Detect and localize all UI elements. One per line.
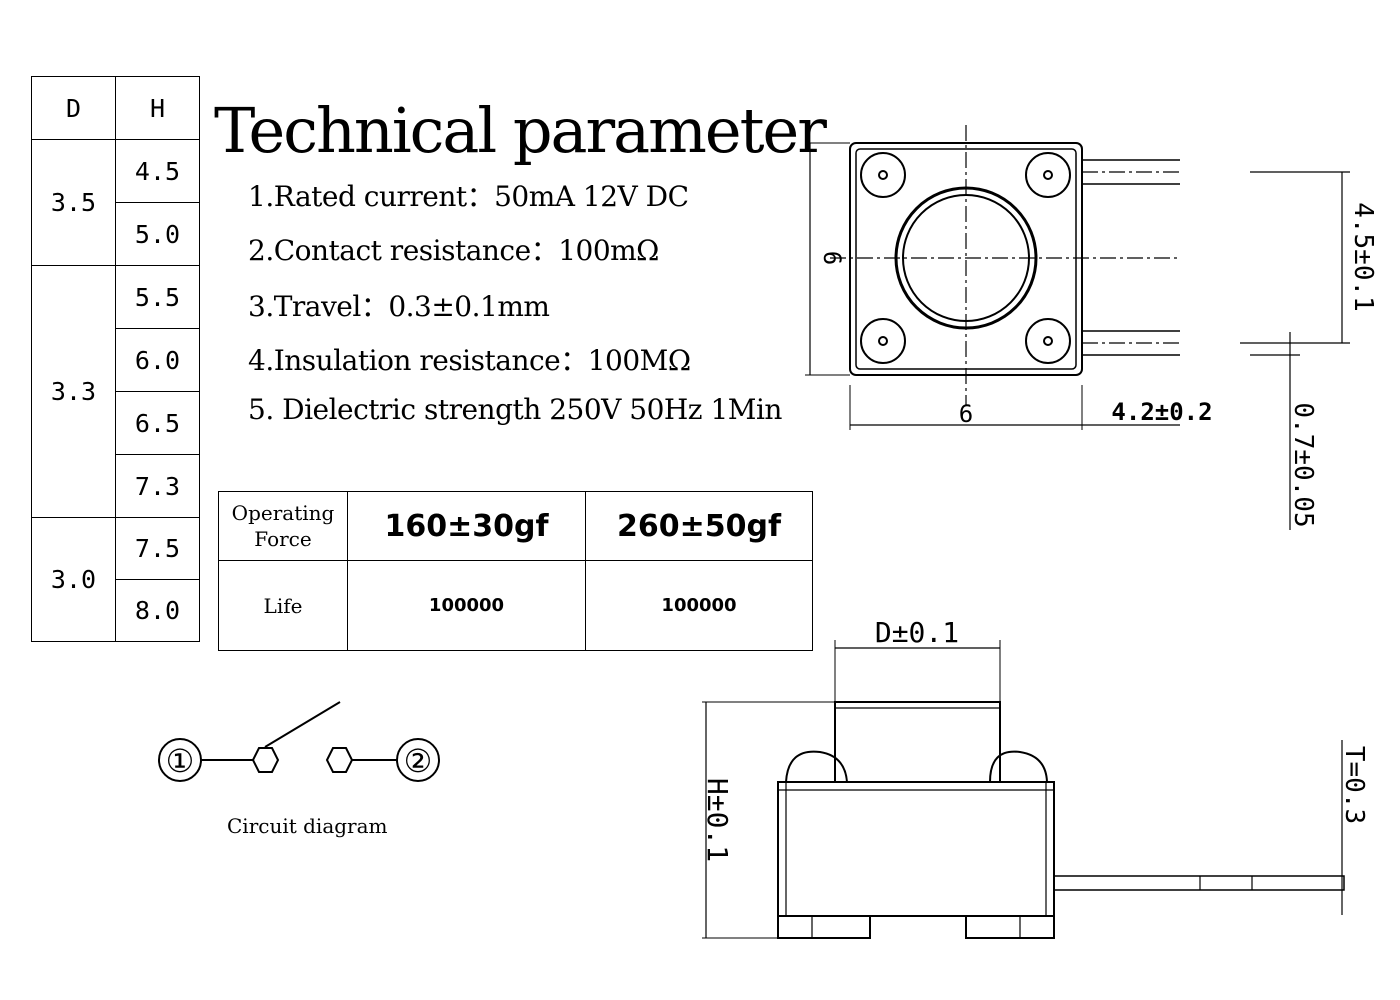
dim-h-label: H±0.1 [701, 778, 734, 862]
dim-height-label: 6 [818, 251, 846, 265]
contact-node-icon [251, 747, 280, 773]
dh-header-h: H [115, 76, 200, 140]
dim-d-label: D±0.1 [875, 616, 959, 649]
operating-force-label: Operating Force [218, 491, 348, 561]
spec-dielectric-strength: 5. Dielectric strength 250V 50Hz 1Min [248, 393, 782, 426]
page-title: Technical parameter [214, 94, 827, 167]
dim-pin-thickness-label: 0.7±0.05 [1288, 402, 1318, 527]
dim-t-label: T=0.3 [1339, 746, 1369, 824]
life-label: Life [218, 560, 348, 651]
dh-h-value: 4.5 [115, 139, 200, 203]
spec-rated-current: 1.Rated current：50mA 12V DC [248, 180, 689, 213]
terminal-1-label: ① [166, 742, 195, 780]
dh-h-value: 7.3 [115, 454, 200, 518]
contact-node-icon [325, 747, 354, 773]
dh-h-value: 6.5 [115, 391, 200, 455]
top-view-pin-dimensions: 4.5±0.1 4.2±0.2 0.7±0.05 [1111, 171, 1378, 530]
spec-contact-resistance: 2.Contact resistance：100mΩ [248, 234, 659, 267]
dim-pin-spacing-label: 4.5±0.1 [1348, 202, 1378, 312]
dh-h-value: 7.5 [115, 517, 200, 580]
dim-pin-length-label: 4.2±0.2 [1111, 398, 1212, 426]
spec-insulation-resistance: 4.Insulation resistance：100MΩ [248, 344, 691, 377]
dh-h-value: 5.0 [115, 202, 200, 266]
dh-h-value: 8.0 [115, 579, 200, 642]
force-value: 160±30gf [347, 491, 586, 561]
circuit-diagram: ① ② [158, 701, 440, 782]
terminal-2-label: ② [404, 742, 433, 780]
force-value: 260±50gf [585, 491, 813, 561]
circuit-caption: Circuit diagram [227, 814, 388, 838]
dh-dimension-table: D H 3.5 4.5 5.0 3.3 5.5 6.0 6.5 7.3 3.0 … [31, 76, 200, 642]
dh-h-value: 5.5 [115, 265, 200, 329]
dh-d-value: 3.0 [31, 517, 116, 642]
dh-header-d: D [31, 76, 116, 140]
dh-h-value: 6.0 [115, 328, 200, 392]
life-value: 100000 [585, 560, 813, 651]
life-value: 100000 [347, 560, 586, 651]
side-view-drawing: D±0.1 H±0.1 T=0.3 [701, 616, 1369, 939]
operating-force-table: Operating Force 160±30gf 260±50gf Life 1… [218, 491, 813, 651]
spec-travel: 3.Travel：0.3±0.1mm [248, 290, 550, 323]
dh-d-value: 3.3 [31, 265, 116, 518]
dh-d-value: 3.5 [31, 139, 116, 266]
top-view-drawing: 6 6 [805, 125, 1180, 430]
switch-lever [264, 701, 341, 748]
dim-width-label: 6 [959, 400, 973, 428]
